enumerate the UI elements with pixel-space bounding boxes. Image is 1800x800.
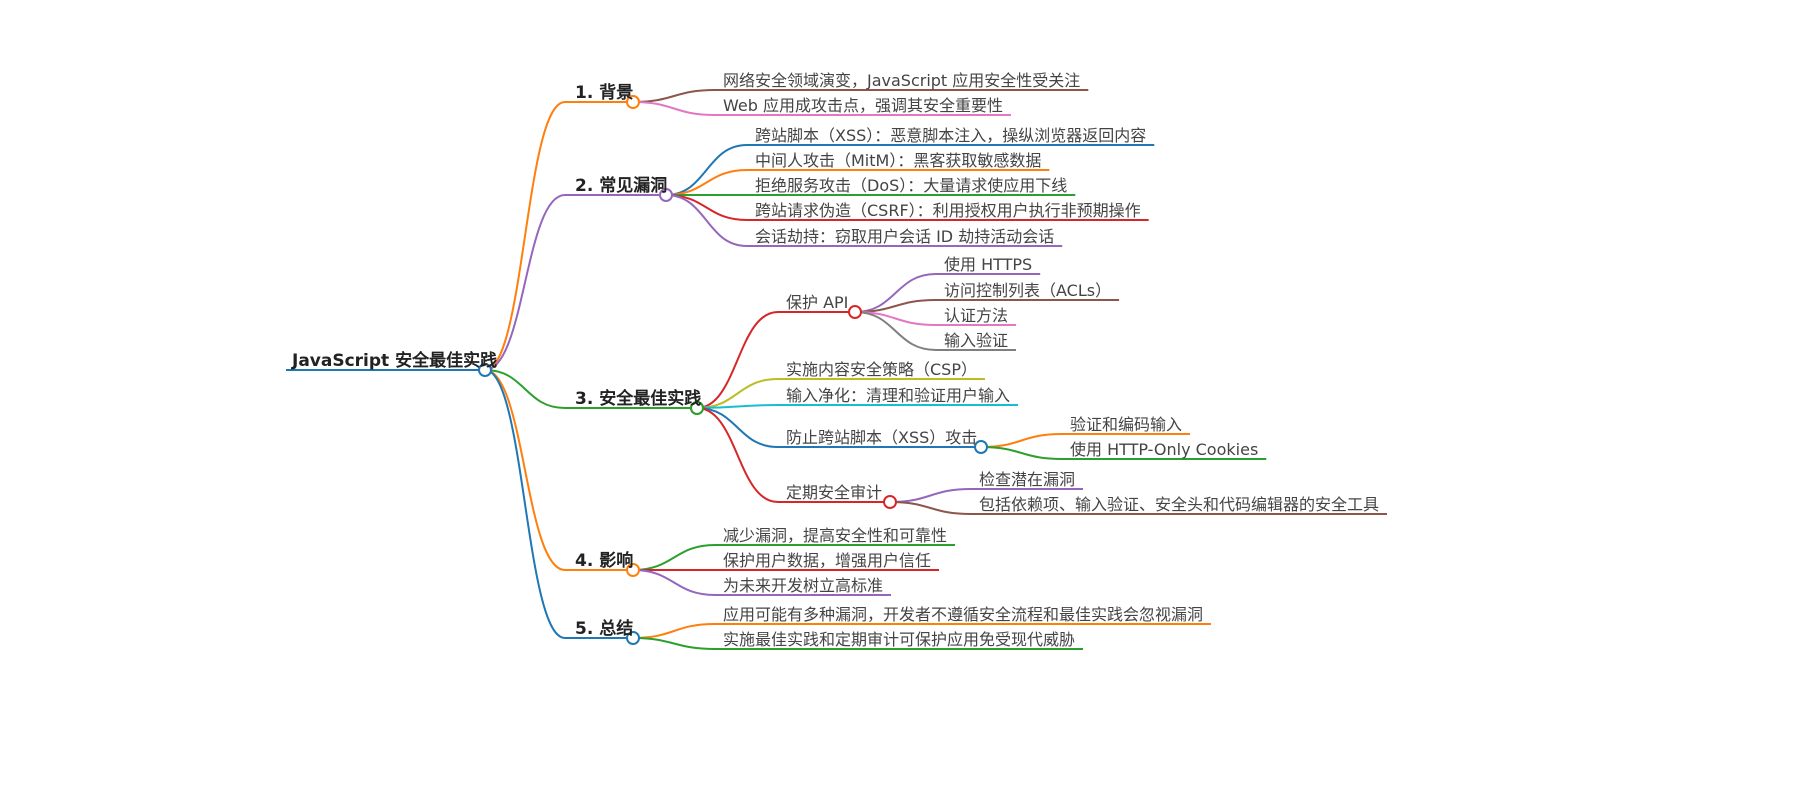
node-security-audit[interactable]: 定期安全审计	[786, 483, 882, 502]
leaf-input-validation[interactable]: 输入验证	[944, 331, 1008, 350]
leaf-use-https[interactable]: 使用 HTTPS	[944, 255, 1032, 274]
leaf-impact-2[interactable]: 保护用户数据，增强用户信任	[723, 551, 931, 570]
leaf-security-tools[interactable]: 包括依赖项、输入验证、安全头和代码编辑器的安全工具	[979, 495, 1379, 514]
edge-branch-5-leaf-1	[632, 623, 716, 639]
node-prevent-xss[interactable]: 防止跨站脚本（XSS）攻击	[786, 428, 977, 447]
edge-branch-2-leaf-5	[665, 194, 748, 247]
edge-root-branch-5	[484, 369, 566, 639]
leaf-validate-encode[interactable]: 验证和编码输入	[1070, 415, 1182, 434]
branch-best-practices-label[interactable]: 3. 安全最佳实践	[575, 388, 701, 409]
leaf-vuln-mitm[interactable]: 中间人攻击（MitM）：黑客获取敏感数据	[755, 151, 1041, 170]
edge-branch-2-leaf-2	[665, 169, 748, 196]
mindmap-edges	[484, 89, 1063, 650]
mindmap-nodes	[478, 95, 988, 645]
edge-root-branch-3	[484, 369, 566, 409]
node-protect-api[interactable]: 保护 API	[786, 293, 848, 312]
branch-summary-label[interactable]: 5. 总结	[575, 618, 633, 639]
edge-root-branch-2	[484, 194, 566, 371]
branch-node-circle-3-top	[690, 401, 704, 415]
edge-practices-4	[696, 407, 779, 448]
leaf-background-2[interactable]: Web 应用成攻击点，强调其安全重要性	[723, 96, 1003, 115]
leaf-impact-3[interactable]: 为未来开发树立高标准	[723, 576, 883, 595]
branch-node-circle-5	[626, 631, 640, 645]
branch-background-label[interactable]: 1. 背景	[575, 82, 633, 103]
leaf-vuln-session-hijack[interactable]: 会话劫持：窃取用户会话 ID 劫持活动会话	[755, 227, 1054, 246]
edge-practices-5	[696, 407, 779, 503]
edge-root-branch-4	[484, 369, 566, 571]
edge-practice-5-sub-2	[889, 501, 972, 515]
edge-branch-5-leaf-2	[632, 637, 716, 650]
branch-node-circle-2	[659, 188, 673, 202]
leaf-impact-1[interactable]: 减少漏洞，提高安全性和可靠性	[723, 526, 947, 545]
root-node-circle	[478, 363, 492, 377]
leaf-input-sanitize[interactable]: 输入净化：清理和验证用户输入	[786, 386, 1010, 405]
branch-node-circle-4	[626, 563, 640, 577]
edge-practice-4-sub-2	[980, 446, 1063, 460]
leaf-acls[interactable]: 访问控制列表（ACLs）	[944, 281, 1111, 300]
leaf-http-only-cookies[interactable]: 使用 HTTP-Only Cookies	[1070, 440, 1258, 459]
branch-common-vulnerabilities-label[interactable]: 2. 常见漏洞	[575, 175, 667, 196]
edge-branch-4-leaf-3	[632, 569, 716, 596]
leaf-vuln-xss[interactable]: 跨站脚本（XSS）：恶意脚本注入，操纵浏览器返回内容	[755, 126, 1146, 145]
edge-practice-1-sub-4	[854, 311, 937, 351]
edge-branch-1-leaf-1	[632, 89, 716, 103]
practice-node-circle-1	[848, 305, 862, 319]
edge-branch-4-leaf-1	[632, 544, 716, 571]
practice-node-circle-5	[883, 495, 897, 509]
edge-branch-1-leaf-2	[632, 101, 716, 116]
edge-practices-1	[696, 311, 779, 409]
branch-node-circle-1	[626, 95, 640, 109]
leaf-summary-2[interactable]: 实施最佳实践和定期审计可保护应用免受现代威胁	[723, 630, 1075, 649]
practice-node-circle-4	[974, 440, 988, 454]
leaf-csp[interactable]: 实施内容安全策略（CSP）	[786, 360, 977, 379]
leaf-check-vulns[interactable]: 检查潜在漏洞	[979, 470, 1075, 489]
leaf-vuln-csrf[interactable]: 跨站请求伪造（CSRF）：利用授权用户执行非预期操作	[755, 201, 1141, 220]
leaf-vuln-dos[interactable]: 拒绝服务攻击（DoS）：大量请求使应用下线	[755, 176, 1067, 195]
edge-practice-4-sub-1	[980, 433, 1063, 448]
mindmap-underlines	[286, 89, 1388, 650]
leaf-background-1[interactable]: 网络安全领域演变，JavaScript 应用安全性受关注	[723, 71, 1080, 90]
edge-branch-2-leaf-1	[665, 144, 748, 196]
root-node-label[interactable]: JavaScript 安全最佳实践	[291, 350, 497, 371]
leaf-auth-methods[interactable]: 认证方法	[944, 306, 1008, 325]
edge-practices-3	[696, 404, 779, 409]
leaf-summary-1[interactable]: 应用可能有多种漏洞，开发者不遵循安全流程和最佳实践会忽视漏洞	[723, 605, 1203, 624]
edge-root-branch-1	[484, 101, 566, 371]
branch-impact-label[interactable]: 4. 影响	[575, 550, 633, 571]
edge-practice-5-sub-1	[889, 488, 972, 503]
edge-branch-2-leaf-4	[665, 194, 748, 221]
